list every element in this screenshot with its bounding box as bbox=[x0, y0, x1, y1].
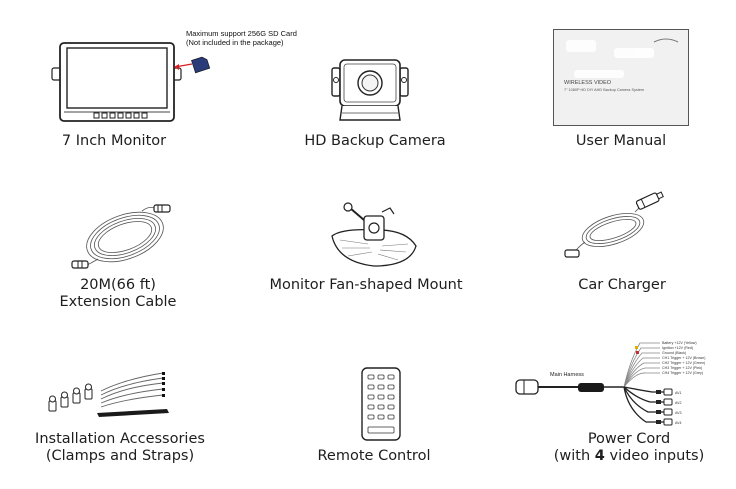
installation-accessories-illustration bbox=[48, 372, 169, 417]
svg-text:AV1: AV1 bbox=[675, 391, 682, 395]
svg-text:AV3: AV3 bbox=[675, 411, 682, 415]
label-monitor: 7 Inch Monitor bbox=[61, 133, 167, 149]
label-remote: Remote Control bbox=[317, 448, 431, 464]
svg-text:CH2 Trigger + 12V (Green): CH2 Trigger + 12V (Green) bbox=[662, 361, 705, 365]
label-camera: HD Backup Camera bbox=[304, 133, 446, 149]
label-extension-cable: 20M(66 ft) Extension Cable bbox=[59, 277, 177, 310]
svg-text:AV4: AV4 bbox=[675, 421, 682, 425]
backup-camera-illustration bbox=[331, 59, 409, 121]
svg-text:AV2: AV2 bbox=[675, 401, 682, 405]
user-manual-illustration: WIRELESS VIDEO 7" 1080P HD DIY AHD Backu… bbox=[553, 29, 689, 126]
car-charger-illustration bbox=[564, 191, 664, 258]
sd-card-note: Maximum support 256G SD Card (Not includ… bbox=[186, 29, 297, 47]
sd-card-icon bbox=[191, 56, 211, 74]
svg-text:CH3 Trigger + 12V (Pink): CH3 Trigger + 12V (Pink) bbox=[662, 366, 702, 370]
svg-text:Main Harness: Main Harness bbox=[550, 372, 584, 378]
monitor-illustration bbox=[51, 42, 211, 122]
label-power-cord: Power Cord (with 4 video inputs) bbox=[553, 431, 705, 464]
svg-text:Battery +12V (Yellow): Battery +12V (Yellow) bbox=[662, 341, 697, 345]
svg-text:Ignition +12V (Red): Ignition +12V (Red) bbox=[662, 346, 693, 350]
extension-cable-illustration bbox=[71, 204, 171, 269]
svg-text:WIRELESS VIDEO: WIRELESS VIDEO bbox=[564, 80, 612, 86]
power-cord-sub: (with 4 video inputs) bbox=[553, 448, 705, 464]
svg-text:7" 1080P HD DIY AHD Backup Cam: 7" 1080P HD DIY AHD Backup Camera System bbox=[564, 88, 644, 92]
label-manual: User Manual bbox=[575, 133, 667, 149]
fan-mount-illustration bbox=[331, 202, 417, 267]
svg-text:Ground (Black): Ground (Black) bbox=[662, 351, 686, 355]
label-car-charger: Car Charger bbox=[578, 277, 666, 293]
svg-text:CH4 Trigger + 12V (Grey): CH4 Trigger + 12V (Grey) bbox=[662, 371, 703, 375]
svg-text:CH1 Trigger + 12V (Brown): CH1 Trigger + 12V (Brown) bbox=[662, 356, 705, 360]
remote-control-illustration bbox=[361, 367, 401, 441]
label-accessories: Installation Accessories (Clamps and Str… bbox=[35, 431, 205, 464]
label-fan-mount: Monitor Fan-shaped Mount bbox=[269, 277, 463, 293]
